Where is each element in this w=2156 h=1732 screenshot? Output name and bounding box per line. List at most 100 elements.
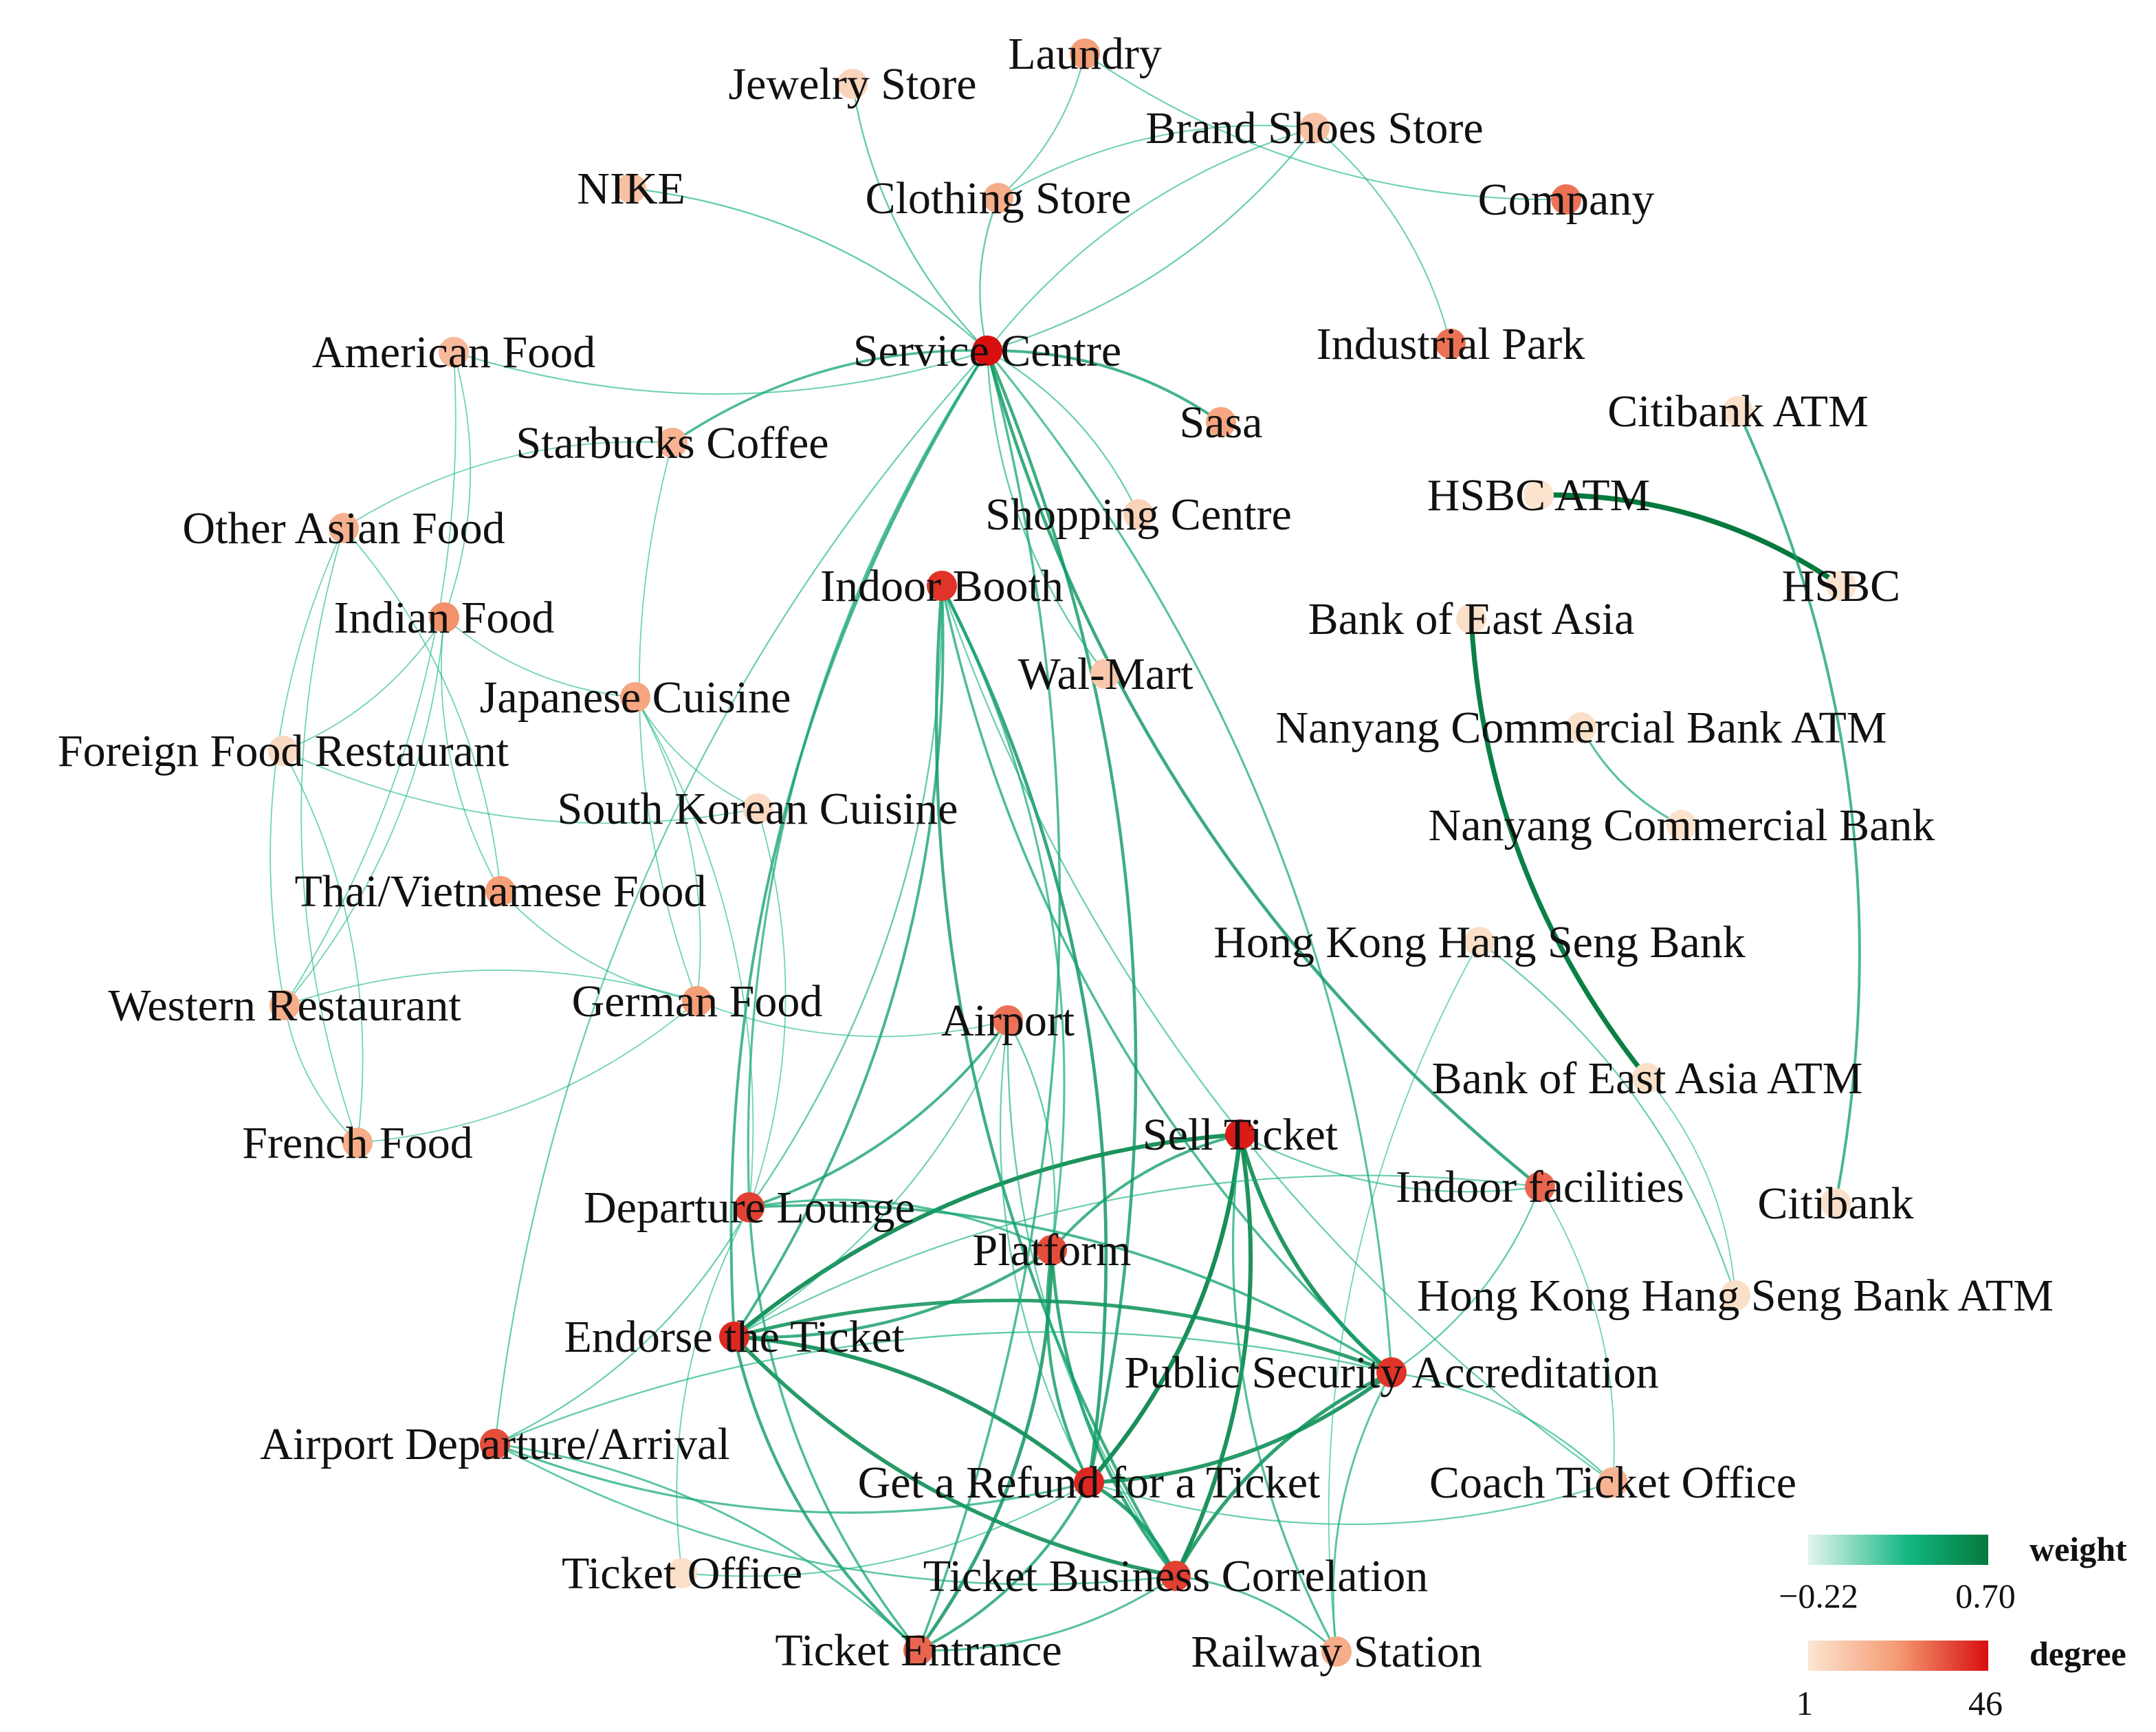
edge-indoorbooth-ticketbiz — [934, 585, 1177, 1577]
node-ticketbiz[interactable] — [1160, 1561, 1191, 1591]
node-coach[interactable] — [1598, 1467, 1628, 1498]
node-label-american: American Food — [312, 327, 595, 377]
node-label-nike: NIKE — [577, 164, 685, 214]
node-ticketentrance[interactable] — [903, 1635, 934, 1665]
edge-starbucks-otherasian — [343, 441, 673, 529]
edge-airportdep-refund — [494, 1443, 1090, 1514]
edge-indian-japanese — [443, 617, 636, 698]
edge-airport-platform — [1006, 1020, 1056, 1251]
node-label-korean: South Korean Cuisine — [558, 784, 958, 834]
node-label-laundry: Laundry — [1008, 29, 1162, 79]
node-starbucks[interactable] — [657, 428, 688, 458]
node-shopping[interactable] — [1123, 499, 1154, 529]
node-label-otherasian: Other Asian Food — [182, 503, 505, 553]
node-hanghsb[interactable] — [1464, 927, 1495, 957]
node-sasa[interactable] — [1206, 407, 1236, 437]
node-industrial[interactable] — [1436, 329, 1466, 359]
node-citiatm[interactable] — [1723, 396, 1753, 426]
node-railway[interactable] — [1321, 1636, 1352, 1667]
node-nike[interactable] — [616, 173, 646, 204]
node-label-sasa: Sasa — [1180, 397, 1263, 448]
edge-airportdep-ticketentrance — [494, 1443, 919, 1652]
edge-service-starbucks — [672, 349, 988, 444]
node-bea[interactable] — [1456, 604, 1486, 634]
edge-american-western — [284, 351, 456, 1006]
node-hanghsbatm[interactable] — [1720, 1280, 1750, 1311]
node-nanyangatm[interactable] — [1566, 712, 1596, 743]
node-american[interactable] — [439, 337, 469, 367]
edge-platform-ticketbiz — [1050, 1249, 1177, 1577]
weight-legend-min: −0.22 — [1779, 1577, 1858, 1615]
node-indoorfac[interactable] — [1525, 1172, 1555, 1202]
node-japanese[interactable] — [620, 682, 650, 712]
node-departure[interactable] — [734, 1192, 764, 1223]
node-brandshoes[interactable] — [1299, 113, 1330, 143]
edge-korean-departure — [749, 808, 786, 1208]
edge-ticketentrance-ticketbiz — [918, 1575, 1176, 1652]
edge-refund-ticketentrance — [918, 1482, 1090, 1652]
node-publicsec[interactable] — [1376, 1357, 1407, 1388]
node-service[interactable] — [972, 336, 1002, 366]
node-refund[interactable] — [1074, 1467, 1104, 1498]
node-label-railway: Railway Station — [1191, 1627, 1482, 1677]
node-jewelry[interactable] — [837, 69, 868, 99]
node-indian[interactable] — [429, 602, 459, 633]
node-label-refund: Get a Refund for a Ticket — [858, 1458, 1321, 1508]
edge-sell-railway — [1231, 1134, 1338, 1652]
node-label-foreign: Foreign Food Restaurant — [58, 726, 509, 776]
node-company[interactable] — [1551, 184, 1581, 215]
edge-german-airport — [696, 1000, 1009, 1038]
edge-airportdep-ticketbiz — [494, 1443, 1176, 1586]
edge-brandshoes-service — [987, 127, 1315, 351]
node-airport[interactable] — [993, 1005, 1023, 1035]
node-airportdep[interactable] — [480, 1429, 510, 1459]
edge-service-refund — [985, 350, 1138, 1483]
node-clothing[interactable] — [983, 183, 1013, 213]
edge-service-departure — [747, 350, 989, 1208]
edge-starbucks-german — [638, 442, 698, 1002]
edge-airportdep-departure — [494, 1207, 750, 1445]
node-sell[interactable] — [1225, 1119, 1255, 1150]
node-otherasian[interactable] — [329, 513, 359, 543]
node-label-industrial: Industrial Park — [1317, 319, 1585, 369]
edge-indoorfac-endorse — [734, 1174, 1541, 1337]
node-hsbc[interactable] — [1826, 571, 1856, 601]
node-label-hanghsbatm: Hong Kong Hang Seng Bank ATM — [1417, 1271, 2054, 1321]
edge-indoorbooth-endorse — [733, 585, 945, 1338]
edge-airport-ticketbiz — [1006, 1020, 1176, 1577]
node-indoorbooth[interactable] — [927, 571, 957, 601]
edge-laundry-company — [1084, 53, 1567, 201]
edge-airport-endorse — [734, 1020, 1009, 1337]
edge-otherasian-french — [300, 527, 358, 1143]
edge-platform-sell — [1050, 1133, 1241, 1251]
node-thai[interactable] — [485, 876, 516, 906]
edge-thai-indian — [441, 617, 501, 892]
edge-service-american — [453, 350, 988, 395]
node-label-endorse: Endorse the Ticket — [564, 1312, 905, 1362]
node-korean[interactable] — [742, 793, 773, 824]
edge-endorse-ticketbiz — [732, 1335, 1176, 1578]
node-foreign[interactable] — [268, 736, 298, 766]
edge-brandshoes-industrial — [1314, 127, 1451, 344]
node-french[interactable] — [342, 1128, 373, 1158]
edge-airport-refund — [999, 1020, 1090, 1483]
edge-nanyangatm-nanyang — [1580, 727, 1682, 826]
node-hsbcatm[interactable] — [1524, 480, 1554, 510]
node-ticketoffice[interactable] — [667, 1558, 697, 1588]
node-wal[interactable] — [1090, 659, 1121, 689]
node-label-indian: Indian Food — [334, 593, 555, 643]
node-western[interactable] — [270, 990, 300, 1020]
edge-indoorbooth-platform — [940, 585, 1066, 1251]
node-label-hsbc: HSBC — [1782, 561, 1900, 611]
node-citibank[interactable] — [1820, 1188, 1851, 1218]
node-german[interactable] — [682, 986, 712, 1016]
edge-citiatm-citibank — [1737, 410, 1861, 1204]
edge-hanghsb-railway — [1328, 941, 1480, 1652]
node-endorse[interactable] — [719, 1322, 749, 1352]
node-laundry[interactable] — [1070, 39, 1100, 69]
node-platform[interactable] — [1037, 1235, 1067, 1265]
node-label-western: Western Restaurant — [108, 980, 461, 1031]
node-label-shopping: Shopping Centre — [985, 490, 1291, 540]
node-nanyang[interactable] — [1666, 810, 1697, 840]
node-beaatm[interactable] — [1632, 1063, 1662, 1093]
